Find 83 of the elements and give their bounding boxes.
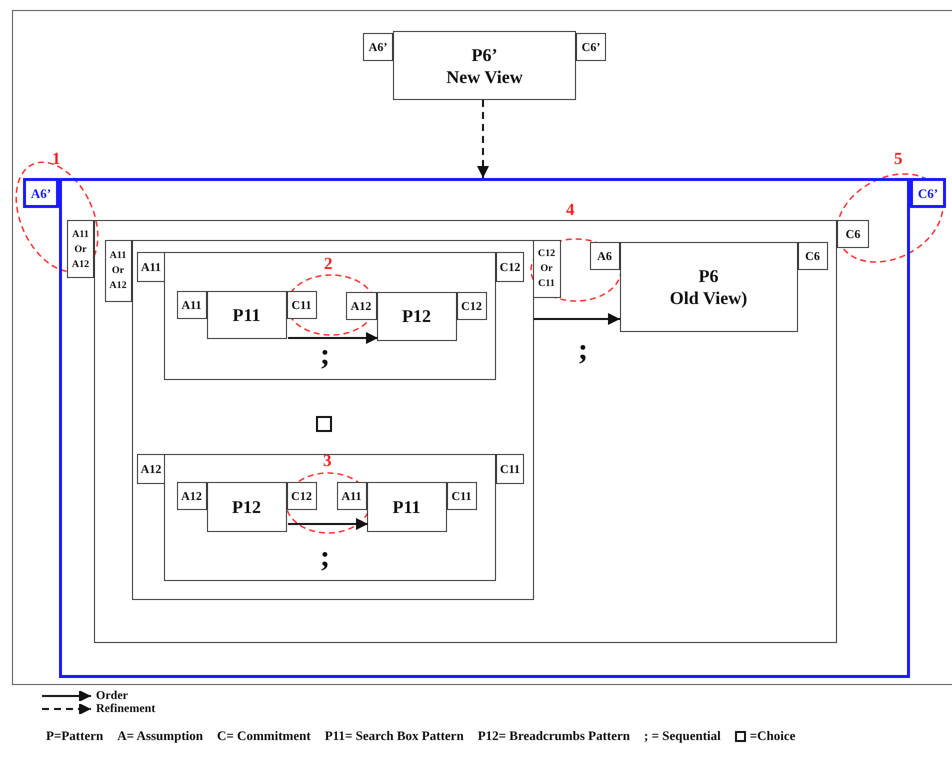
node-label: P11	[392, 496, 420, 518]
port-tag	[137, 454, 165, 484]
port-tag	[286, 482, 316, 510]
legend-label: Refinement	[96, 702, 156, 715]
node-label: C6’	[582, 40, 600, 54]
node-label: P11	[232, 304, 260, 326]
port-tag	[446, 482, 476, 510]
callout-number: 4	[566, 201, 574, 219]
callout-number: 2	[324, 255, 332, 273]
node-label: C6	[846, 227, 860, 241]
node-label: A12	[350, 298, 372, 312]
node-label: C6	[805, 248, 820, 262]
node-label: C11	[500, 462, 520, 476]
node-label: A12	[140, 462, 162, 476]
definition-text: C= Commitment	[217, 728, 311, 744]
port-tag	[176, 290, 206, 318]
composition-frame	[164, 454, 496, 581]
arrow	[534, 313, 620, 325]
port-tag	[363, 33, 393, 61]
sequential-mark: ;	[320, 340, 330, 370]
port-tag	[837, 220, 869, 248]
node-label: P12	[232, 496, 261, 518]
composition-frame	[164, 252, 496, 380]
node-label: C11	[291, 298, 312, 312]
port-tag	[336, 482, 366, 510]
port-tag	[286, 290, 316, 318]
port-tag	[23, 178, 59, 208]
composition-frame	[94, 220, 837, 643]
callout-number: 3	[323, 452, 332, 470]
port-tag	[104, 240, 132, 302]
pattern-box	[206, 482, 286, 532]
node-label: P6’	[472, 44, 498, 66]
node-label: A11	[181, 298, 202, 312]
pattern-box	[620, 242, 798, 332]
node-label: C12	[461, 298, 482, 312]
pattern-box	[376, 292, 456, 340]
node-label: A6	[597, 248, 612, 262]
node-label: A11 Or A12	[108, 249, 128, 293]
sequential-mark: ;	[320, 542, 330, 572]
port-tag	[496, 252, 524, 282]
arrow	[477, 100, 489, 178]
port-tag	[798, 242, 828, 270]
node-label: A11	[341, 488, 362, 502]
node-label: C6’	[918, 186, 938, 200]
definition-text: P11= Search Box Pattern	[324, 728, 464, 744]
pattern-box	[206, 290, 286, 338]
node-label: New View	[446, 66, 523, 88]
node-label: C11	[451, 488, 472, 502]
port-tag	[590, 242, 620, 270]
legend-label: Order	[96, 689, 128, 702]
definition-text: A= Assumption	[117, 728, 204, 744]
callout-number: 1	[52, 150, 60, 168]
definition-text: =Choice	[750, 728, 796, 744]
callout-number: 5	[894, 150, 902, 168]
composition-frame	[59, 178, 910, 678]
arrow	[288, 332, 378, 344]
node-label: A11 Or A12	[70, 228, 90, 272]
sequential-mark: ;	[578, 335, 588, 365]
composition-frame	[132, 240, 534, 600]
port-tag	[137, 252, 165, 282]
node-label: P6	[698, 264, 718, 286]
pattern-box	[366, 482, 446, 532]
node-label: C12 Or C11	[536, 247, 556, 291]
port-tag	[576, 33, 606, 61]
port-tag	[67, 220, 94, 278]
port-tag	[346, 292, 376, 320]
port-tag	[176, 482, 206, 510]
node-label: C12	[291, 488, 312, 502]
pattern-box	[393, 31, 576, 100]
node-label: C12	[500, 260, 520, 274]
node-label: A11	[140, 260, 161, 274]
node-label: A12	[181, 488, 202, 502]
node-label: Old View)	[670, 286, 748, 308]
port-tag	[456, 292, 486, 320]
port-tag	[910, 178, 946, 208]
definition-text: ; = Sequential	[644, 728, 721, 744]
definition-text: P12= Breadcrumbs Pattern	[478, 728, 630, 744]
node-label: A6’	[30, 186, 52, 200]
node-label: A6’	[368, 40, 388, 54]
port-tag	[532, 240, 560, 298]
port-tag	[496, 454, 524, 484]
node-label: P12	[402, 305, 431, 327]
definition-text: P=Pattern	[46, 728, 104, 744]
